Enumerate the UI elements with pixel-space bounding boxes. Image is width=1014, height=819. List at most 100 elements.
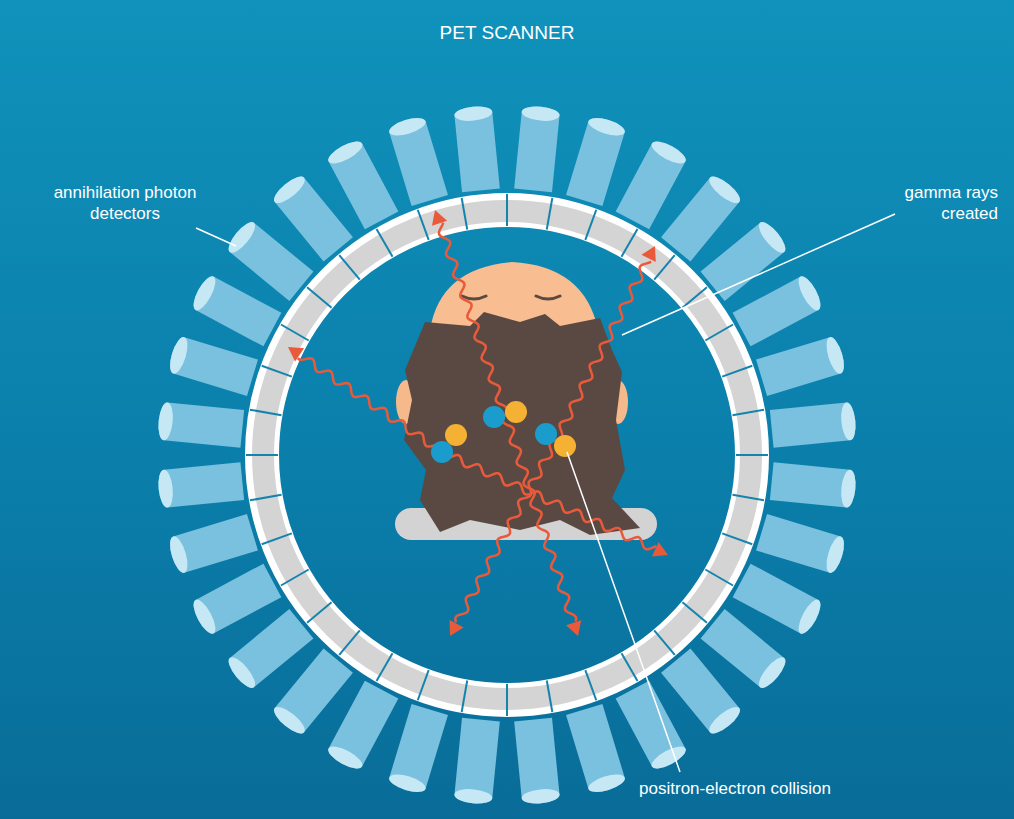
gamma-ray [556, 262, 651, 440]
photon-detector [733, 564, 825, 637]
detector-cap [454, 788, 493, 806]
gantry-segments [263, 211, 751, 699]
detector-body [270, 172, 353, 261]
detector-cap [157, 469, 175, 508]
segment-divider [418, 210, 429, 240]
detector-cap [325, 742, 365, 772]
detector-cap [840, 469, 858, 508]
detector-cap [649, 742, 689, 772]
detector-cap [794, 597, 824, 637]
detector-body [387, 115, 448, 206]
detector-body [770, 462, 857, 508]
photon-detector [189, 564, 281, 637]
detector-cap [325, 137, 365, 167]
detector-body [701, 218, 790, 301]
detector-cap [167, 534, 191, 574]
detector-body [733, 564, 825, 637]
detector-cap [270, 172, 308, 207]
segment-divider [585, 670, 596, 700]
photon-detector [566, 704, 627, 795]
photon-detector [189, 273, 281, 346]
detector-cap [794, 273, 824, 313]
detector-body [756, 514, 847, 575]
arrowhead [288, 347, 304, 361]
arrowhead [432, 210, 447, 226]
detector-cap [224, 653, 259, 691]
segment-divider [585, 210, 596, 240]
segment-divider [654, 630, 675, 655]
detector-cap [387, 115, 427, 139]
photon-detector [454, 718, 500, 805]
segment-divider [736, 454, 768, 456]
segment-divider [506, 194, 508, 226]
detector-cap [270, 703, 308, 738]
photon-detector [770, 402, 857, 448]
leader-lines [196, 214, 895, 772]
segment-divider [462, 681, 468, 713]
segment-divider [377, 653, 393, 681]
detector-body [566, 115, 627, 206]
segment-divider [622, 229, 638, 257]
detector-body [566, 704, 627, 795]
arrowhead [652, 542, 668, 557]
detector-cap [189, 597, 219, 637]
segment-divider [622, 653, 638, 681]
photon-detector [157, 402, 244, 448]
segment-divider [722, 533, 752, 544]
segment-divider [722, 366, 752, 377]
segment-divider [682, 602, 707, 623]
segment-divider [281, 570, 309, 586]
segment-divider [682, 287, 707, 308]
detector-cap [705, 172, 743, 207]
callout-label: annihilation photon detectors [20, 182, 230, 224]
segment-dividers [246, 194, 768, 716]
detector-cap [454, 105, 493, 123]
detector-body [325, 681, 398, 773]
detector-cap [755, 653, 790, 691]
detector-body [157, 462, 244, 508]
photon-detector [270, 172, 353, 261]
detector-body [661, 649, 744, 738]
detector-body [167, 335, 258, 396]
segment-divider [506, 684, 508, 716]
detector-cap [755, 218, 790, 256]
detector-ring [157, 105, 857, 805]
segment-divider [377, 229, 393, 257]
segment-divider [339, 630, 360, 655]
photon-detector [514, 718, 560, 805]
segment-divider [339, 255, 360, 280]
photon-detector [157, 462, 244, 508]
detector-body [189, 273, 281, 346]
gamma-ray [298, 358, 442, 452]
patient-head [396, 262, 640, 535]
photon-detector [224, 609, 313, 692]
segment-divider [733, 495, 765, 501]
segment-divider [654, 255, 675, 280]
photon-detector [756, 335, 847, 396]
segment-divider [462, 198, 468, 230]
photon-detector [387, 704, 448, 795]
detector-body [454, 105, 500, 192]
detector-body [514, 718, 560, 805]
detector-cap [521, 105, 560, 123]
detector-body [514, 105, 560, 192]
detector-body [224, 609, 313, 692]
segment-divider [246, 454, 278, 456]
detector-cap [157, 402, 175, 441]
segment-divider [281, 325, 309, 341]
segment-divider [250, 495, 282, 501]
detector-cap [705, 703, 743, 738]
diagram-title: PET SCANNER [307, 22, 707, 43]
segment-divider [547, 198, 553, 230]
arrowhead [450, 620, 464, 636]
arrowhead [642, 246, 656, 262]
detector-cap [649, 137, 689, 167]
gamma-ray [439, 223, 507, 415]
photon-detector [167, 335, 258, 396]
segment-divider [262, 533, 292, 544]
detector-cap [823, 335, 847, 375]
photon-detector [701, 218, 790, 301]
detector-cap [823, 534, 847, 574]
detector-cap [167, 335, 191, 375]
photon-detector [167, 514, 258, 575]
